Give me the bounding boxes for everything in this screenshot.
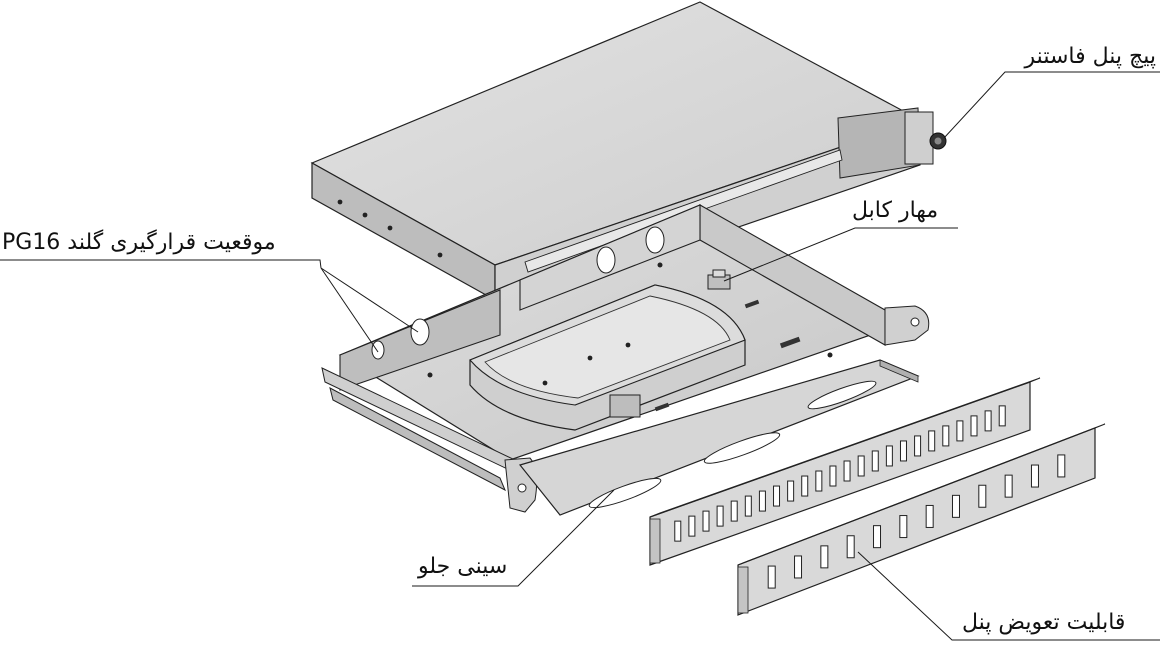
port-slot bbox=[758, 490, 766, 512]
port-slot bbox=[674, 520, 682, 542]
label-front-tray: سینی جلو bbox=[418, 554, 508, 579]
port-slot bbox=[928, 430, 936, 452]
adapter-panel-12-end-cap bbox=[737, 566, 749, 614]
port-slot bbox=[998, 405, 1006, 427]
gland-hole bbox=[371, 340, 385, 360]
front-tray-slot bbox=[807, 380, 877, 410]
leader-line-gland-a bbox=[320, 267, 379, 353]
port-slot bbox=[899, 515, 908, 539]
port-slot bbox=[873, 525, 882, 549]
port-slot bbox=[815, 470, 823, 492]
port-slot bbox=[730, 500, 738, 522]
front-tray-slot bbox=[588, 477, 662, 509]
top-cover-rear-bracket bbox=[904, 111, 934, 165]
port-slot bbox=[914, 435, 922, 457]
leader-lines bbox=[0, 71, 1160, 641]
port-slot bbox=[794, 555, 803, 579]
label-cable-clamp: مهار کابل bbox=[852, 198, 939, 223]
port-slot bbox=[857, 455, 865, 477]
cable-clamp-icon bbox=[707, 269, 731, 290]
port-slot bbox=[951, 494, 960, 518]
leader-line-panel-screw bbox=[943, 71, 1160, 139]
port-slot bbox=[744, 495, 752, 517]
panel-fastener-screw-icon bbox=[929, 132, 947, 150]
port-slot bbox=[871, 450, 879, 472]
adapter-panel-24-end-cap bbox=[649, 518, 661, 564]
label-panel-fastener-screw: پیچ پنل فاستنر bbox=[1024, 44, 1156, 69]
leader-line-front-tray bbox=[412, 489, 615, 587]
port-slot bbox=[925, 504, 934, 528]
leader-line-panel-replace bbox=[857, 551, 1160, 641]
port-slot bbox=[899, 440, 907, 462]
port-slot bbox=[885, 445, 893, 467]
port-slot bbox=[801, 475, 809, 497]
label-panel-replaceable: قابلیت تعویض پنل bbox=[962, 610, 1126, 635]
port-slot bbox=[984, 410, 992, 432]
port-slot bbox=[942, 425, 950, 447]
port-slot bbox=[702, 510, 710, 532]
front-sliding-tray bbox=[518, 359, 920, 516]
base-tray-right-ear bbox=[884, 305, 930, 346]
port-slot bbox=[1004, 474, 1013, 498]
port-slot bbox=[820, 545, 829, 569]
port-slot bbox=[716, 505, 724, 527]
adapter-panel-24-top-edge bbox=[649, 377, 1041, 518]
port-slot bbox=[688, 515, 696, 537]
leader-line-cable-clamp bbox=[723, 227, 958, 282]
label-gland-position: موقعیت قرارگیری گلند PG16 bbox=[2, 230, 276, 255]
leader-line-gland-b bbox=[320, 267, 419, 333]
leader-line-gland bbox=[0, 259, 322, 269]
top-cover-lip bbox=[524, 149, 843, 273]
port-slot bbox=[843, 460, 851, 482]
port-slot bbox=[1057, 454, 1066, 478]
gland-hole bbox=[596, 246, 616, 274]
adapter-panel-12-top-edge bbox=[737, 423, 1106, 566]
port-slot bbox=[978, 484, 987, 508]
port-slot bbox=[773, 485, 781, 507]
gland-hole bbox=[645, 226, 665, 254]
port-slot bbox=[956, 420, 964, 442]
port-slot bbox=[970, 415, 978, 437]
port-slot bbox=[767, 565, 776, 589]
gland-hole bbox=[410, 318, 430, 346]
splice-cassette bbox=[469, 284, 746, 431]
port-slot bbox=[1030, 464, 1039, 488]
port-slot bbox=[787, 480, 795, 502]
adapter-panel-12-port bbox=[737, 423, 1106, 616]
adapter-panel-24-port bbox=[649, 377, 1041, 566]
front-tray-slot bbox=[703, 432, 781, 464]
port-slot bbox=[829, 465, 837, 487]
port-slot bbox=[846, 535, 855, 559]
